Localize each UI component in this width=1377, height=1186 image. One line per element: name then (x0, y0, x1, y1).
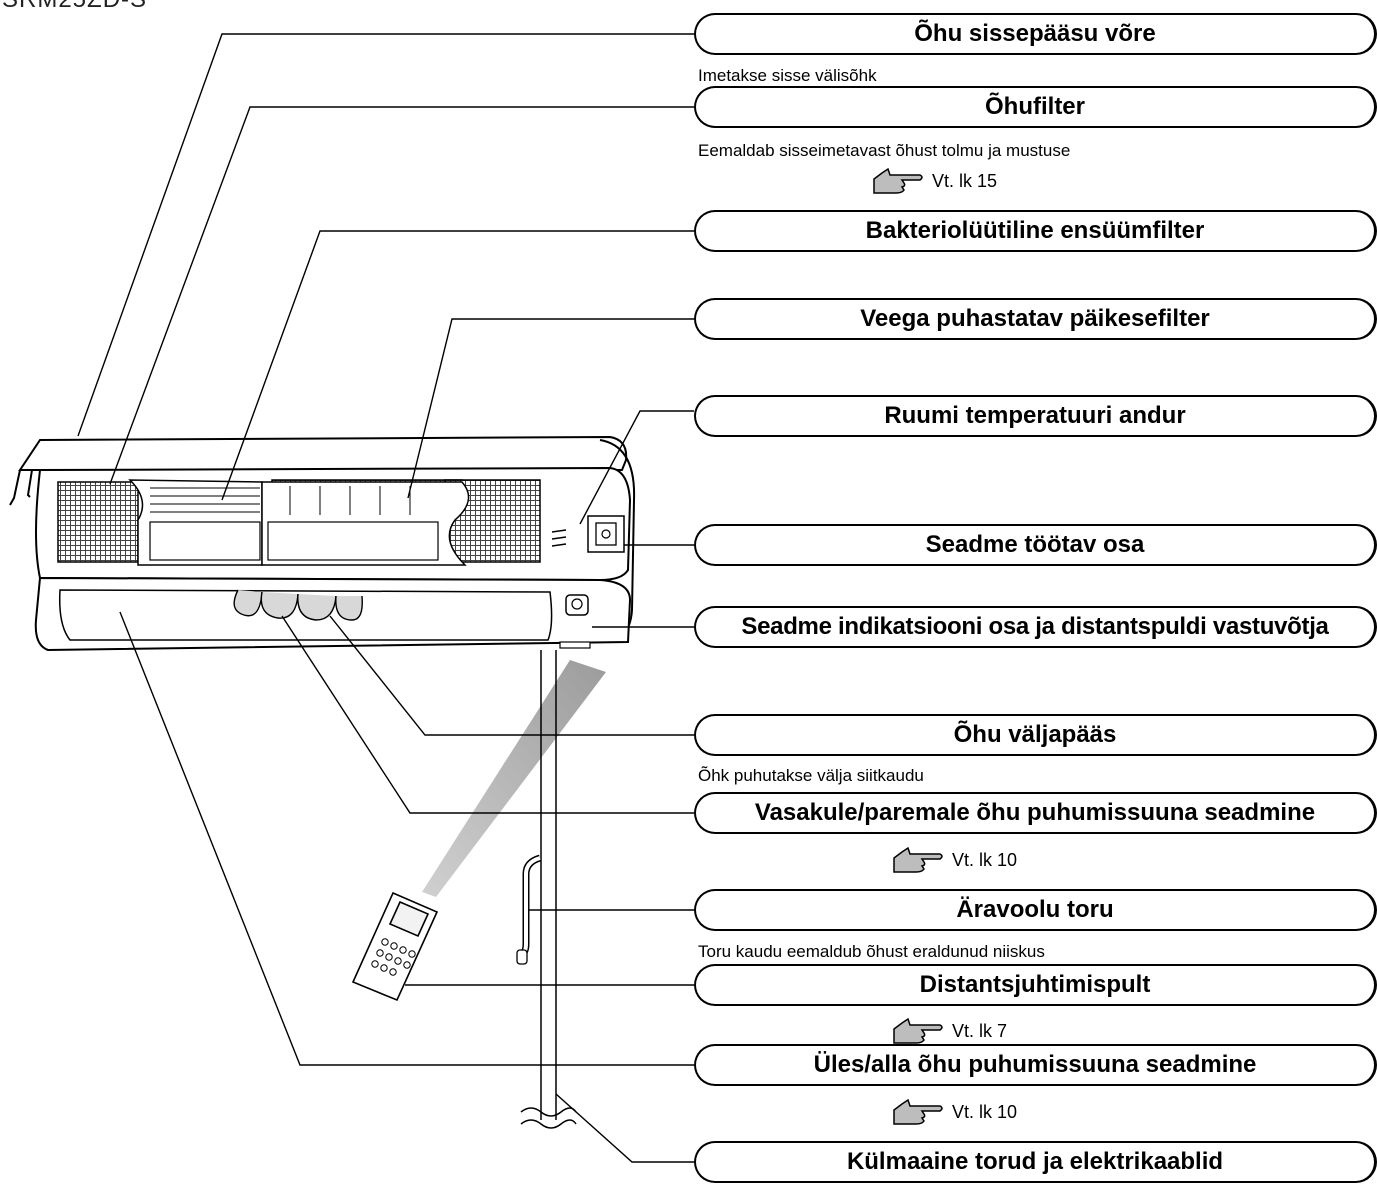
page-ref-left-right-flap[interactable]: Vt. lk 10 (892, 845, 1017, 875)
label-solar-filter: Veega puhastatav päikesefilter (694, 298, 1377, 340)
leader-lines (77, 33, 694, 1163)
page-ref-text: Vt. lk 10 (952, 849, 1018, 870)
pointing-hand-icon (873, 167, 923, 194)
model-number: SRM25ZD-S (2, 0, 147, 14)
page-ref-text: Vt. lk 10 (952, 1101, 1018, 1122)
drain-hose-coil (516, 854, 542, 965)
label-room-temperature-sensor: Ruumi temperatuuri andur (694, 395, 1377, 437)
label-air-filter: Õhufilter (694, 86, 1377, 128)
label-air-inlet-grille: Õhu sissepääsu võre (694, 13, 1377, 55)
page-ref-remote-control[interactable]: Vt. lk 7 (892, 1016, 1007, 1046)
note-air-outlet: Õhk puhutakse välja siitkaudu (698, 766, 924, 785)
pointing-hand-icon (893, 1017, 943, 1044)
drain-pipe (520, 650, 577, 1129)
air-conditioner-unit (9, 435, 636, 652)
pointing-hand-icon (893, 846, 943, 873)
page-ref-text: Vt. lk 7 (952, 1020, 1008, 1041)
label-drain-hose: Äravoolu toru (694, 889, 1377, 931)
page-ref-text: Vt. lk 15 (932, 170, 998, 191)
infrared-beam (422, 660, 606, 897)
remote-control-illustration (351, 891, 439, 1002)
label-up-down-flap: Üles/alla õhu puhumissuuna seadmine (694, 1044, 1377, 1086)
label-remote-control: Distantsjuhtimispult (694, 964, 1377, 1006)
note-air-filter: Eemaldab sisseimetavast õhust tolmu ja m… (698, 141, 1071, 160)
note-drain-hose: Toru kaudu eemaldub õhust eraldunud niis… (698, 942, 1045, 961)
label-air-outlet: Õhu väljapääs (694, 714, 1377, 756)
page-ref-air-filter[interactable]: Vt. lk 15 (872, 166, 997, 196)
label-antibacterial-filter: Bakteriolüütiline ensüümfilter (694, 210, 1377, 252)
pointing-hand-icon (893, 1098, 943, 1125)
page-ref-up-down-flap[interactable]: Vt. lk 10 (892, 1097, 1017, 1127)
label-left-right-flap: Vasakule/paremale õhu puhumissuuna seadm… (694, 792, 1377, 834)
note-air-inlet-grille: Imetakse sisse välisõhk (698, 66, 877, 85)
label-operation-section: Seadme töötav osa (694, 524, 1377, 566)
label-refrigerant-pipes: Külmaaine torud ja elektrikaablid (694, 1141, 1377, 1183)
label-indicator-receiver: Seadme indikatsiooni osa ja distantspuld… (694, 606, 1377, 648)
